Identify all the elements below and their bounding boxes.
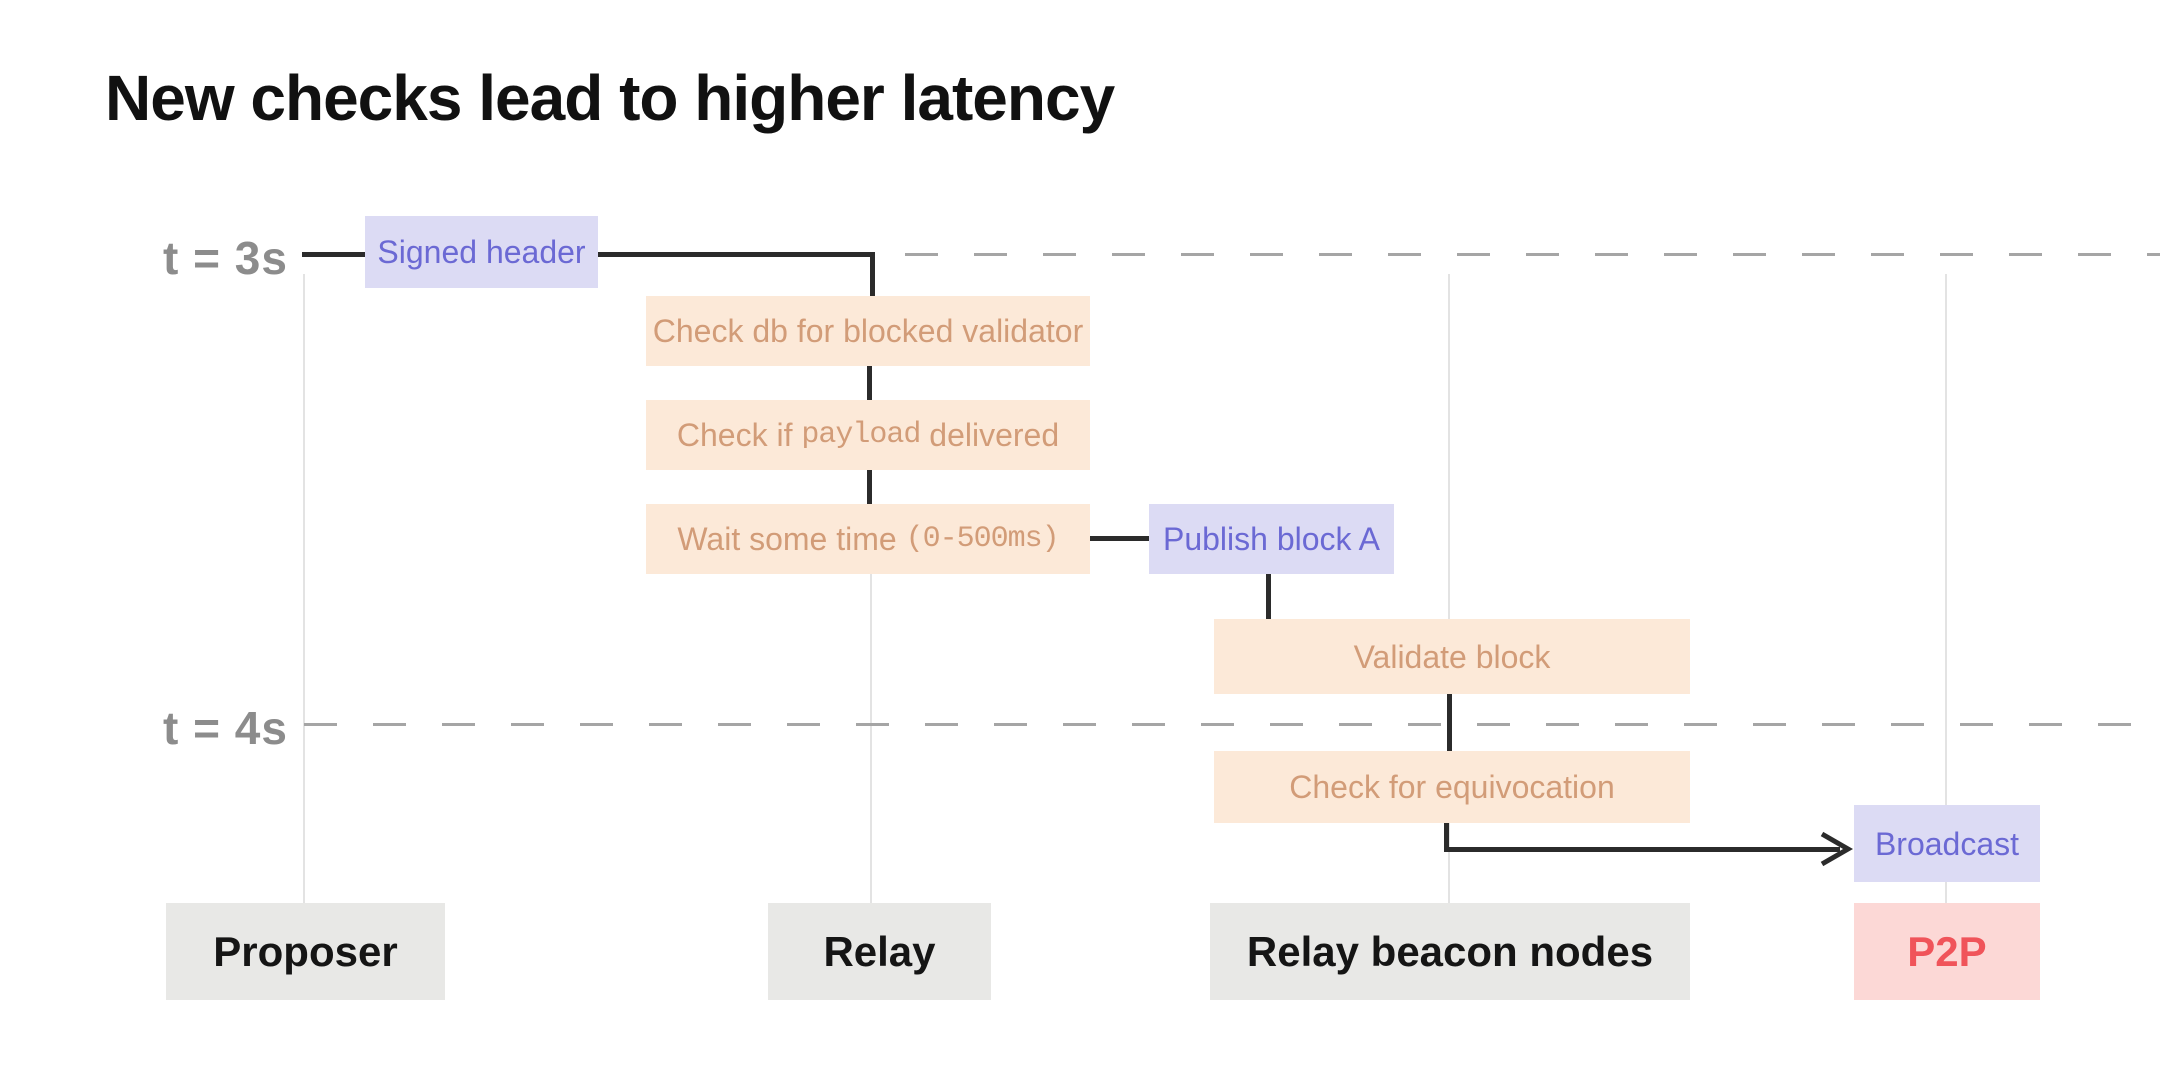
connector-check-db-to-check-payload — [867, 366, 872, 403]
node-check-equivocation: Check for equivocation — [1214, 751, 1690, 823]
time-label-t4: t = 4s — [163, 702, 288, 754]
connector-down-to-check-db — [870, 252, 875, 297]
node-broadcast: Broadcast — [1854, 805, 2040, 882]
timeline-dash-t3 — [905, 253, 2160, 256]
node-check-payload: Check if payload delivered — [646, 400, 1090, 470]
time-label-t3: t = 3s — [163, 232, 288, 284]
connector-wait-to-publish — [1090, 536, 1149, 541]
node-validate-block-label: Validate block — [1353, 638, 1551, 675]
node-publish-block-a: Publish block A — [1149, 504, 1394, 574]
node-wait-time-mono: (0-500ms) — [905, 522, 1060, 556]
node-check-equivocation-label: Check for equivocation — [1289, 769, 1615, 805]
lane-line-relay-beacon-nodes — [1448, 274, 1450, 903]
lane-line-proposer — [303, 274, 305, 903]
node-check-db: Check db for blocked validator — [646, 296, 1090, 366]
connector-to-broadcast — [1444, 847, 1840, 852]
lane-line-p2p — [1945, 274, 1947, 903]
lane-label-relay-beacon-nodes: Relay beacon nodes — [1210, 903, 1690, 1000]
node-broadcast-label: Broadcast — [1874, 825, 2020, 862]
page-title: New checks lead to higher latency — [105, 62, 1115, 134]
lane-line-relay — [870, 274, 872, 903]
lane-label-proposer-text: Proposer — [213, 927, 398, 975]
connector-check-payload-to-wait — [867, 470, 872, 506]
connector-signed-header-right — [597, 252, 875, 257]
node-signed-header: Signed header — [365, 216, 598, 288]
lane-label-relay-beacon-nodes-text: Relay beacon nodes — [1246, 927, 1654, 975]
lane-label-p2p-text: P2P — [1907, 927, 1987, 975]
lane-label-relay-text: Relay — [823, 927, 936, 975]
node-check-db-label: Check db for blocked validator — [652, 313, 1084, 349]
node-signed-header-label: Signed header — [377, 234, 586, 270]
node-wait-time: Wait some time (0-500ms) — [646, 504, 1090, 574]
connector-publish-to-validate — [1266, 574, 1271, 621]
connector-t3-to-signed-header — [302, 252, 366, 257]
lane-label-p2p: P2P — [1854, 903, 2040, 1000]
lane-label-proposer: Proposer — [166, 903, 445, 1000]
node-publish-block-a-label: Publish block A — [1162, 521, 1380, 557]
lane-label-relay: Relay — [768, 903, 991, 1000]
node-check-payload-text2: delivered — [920, 417, 1060, 453]
node-check-payload-mono: payload — [801, 418, 921, 452]
node-validate-block: Validate block — [1214, 619, 1690, 694]
timeline-dash-t4 — [304, 723, 2160, 726]
node-check-payload-text: Check if — [676, 417, 802, 453]
connector-equivocation-down — [1444, 823, 1449, 852]
connector-validate-to-equivocation — [1447, 694, 1452, 752]
arrowhead-icon — [1820, 831, 1854, 867]
node-wait-time-text: Wait some time — [677, 521, 906, 557]
